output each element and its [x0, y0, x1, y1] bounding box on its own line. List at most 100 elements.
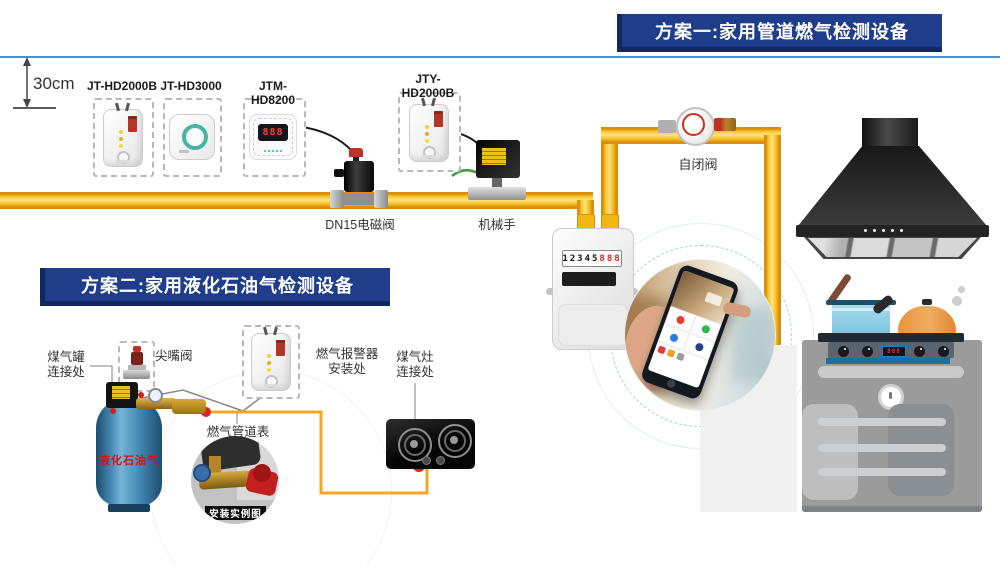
pipe-meter-riser — [601, 135, 618, 230]
product-box-jthd3000 — [163, 98, 222, 177]
cylinder-foot-ring — [108, 504, 150, 512]
alarm-icon — [675, 314, 686, 325]
pipe-union — [374, 190, 388, 208]
dn15-valve-label: DN15电磁阀 — [325, 218, 395, 232]
detector-status-dashes — [264, 150, 282, 152]
meter-display-slot — [562, 272, 616, 286]
oven-body — [802, 340, 982, 512]
alarm-install-label: 燃气报警器 安装处 — [312, 347, 382, 377]
pipe-union — [330, 190, 344, 208]
detector-stitch-border — [253, 118, 293, 156]
led-indicator — [119, 130, 123, 134]
menu-icon — [675, 352, 685, 362]
stove-connection-line2: 连接处 — [396, 365, 434, 379]
cooktop-knob — [838, 346, 849, 357]
mechanical-hand-label: 机械手 — [478, 218, 516, 232]
photo-background-blob — [731, 308, 773, 382]
example-caption: 安装实例图 — [205, 506, 266, 520]
valve-red-cap — [349, 148, 363, 157]
detector-vent — [116, 160, 129, 163]
product-label-jthd2000b: JT-HD2000B — [86, 79, 158, 93]
meter-digits-black: 12345 — [562, 253, 600, 264]
nozzle-valve-collar — [128, 365, 146, 370]
product-box-jtmhd8200: 888 — [243, 98, 306, 177]
product-label-jtmhd8200: JTM-HD8200 — [250, 79, 296, 107]
oven-vent-bar — [818, 468, 946, 476]
pot-rim — [826, 300, 896, 305]
oven-vent-bar — [818, 418, 946, 426]
product-box-jtyhd2000b — [398, 92, 461, 172]
oven-vent-bar — [818, 444, 946, 452]
plan2-gas-alarm — [251, 326, 291, 391]
steam-puff — [958, 286, 965, 293]
cylinder-text: 液化石油气 — [99, 455, 159, 467]
product-label-jtyhd2000b: JTY-HD2000B — [401, 72, 455, 100]
led-indicator — [267, 354, 271, 358]
gas-detector-jtyhd2000b — [409, 97, 449, 162]
alarm-install-line2: 安装处 — [328, 362, 366, 376]
tank-connection-line2: 连接处 — [47, 365, 85, 379]
led-indicator — [267, 368, 271, 372]
plan2-alarm-box — [242, 325, 300, 399]
detector-ring — [182, 124, 208, 150]
cooktop-knob — [862, 346, 873, 357]
shield-icon — [693, 341, 705, 352]
tank-connection-label: 煤气罐 连接处 — [40, 350, 92, 380]
detector-vent — [264, 384, 277, 387]
meter-lower-chamber — [558, 304, 628, 346]
valve-body — [344, 161, 374, 192]
alarm-install-line1: 燃气报警器 — [315, 347, 379, 361]
hood-button — [873, 229, 876, 232]
stove-connection-line1: 煤气灶 — [396, 350, 434, 364]
detector-red-label — [276, 340, 285, 356]
menu-icon — [666, 348, 676, 358]
filter-panels — [808, 238, 977, 257]
plan2-gas-stove — [386, 419, 475, 469]
detector-mark — [179, 150, 189, 153]
plan2-banner-text: 方案二:家用液化石油气检测设备 — [81, 275, 354, 296]
cooktop-knob — [938, 346, 949, 357]
actuator-valve-body — [468, 187, 526, 200]
detector-prong — [125, 102, 130, 112]
stove-connection-label: 煤气灶 连接处 — [391, 350, 439, 380]
pressure-regulator — [172, 399, 206, 414]
valve-connector — [658, 120, 676, 133]
ok-icon — [700, 323, 711, 334]
detector-red-label — [434, 111, 443, 127]
led-indicator — [119, 144, 123, 148]
nozzle-valve-fitting — [123, 370, 150, 379]
hood-button — [864, 229, 867, 232]
valve-neck — [353, 157, 359, 162]
detector-prong — [115, 102, 120, 112]
stove-burner-right — [438, 424, 472, 458]
tank-connection-line1: 煤气罐 — [47, 350, 85, 364]
self-closing-valve — [658, 106, 738, 148]
ceiling-line — [0, 56, 1000, 58]
valve-cable-nub — [334, 169, 344, 177]
pipe-right-drop — [764, 135, 781, 345]
measure-30cm-label: 30cm — [33, 74, 75, 93]
kettle-lid-knob — [922, 299, 932, 305]
led-indicator — [425, 132, 429, 136]
valve-mid — [344, 194, 374, 205]
nozzle-valve-body — [131, 352, 143, 365]
gas-detector-jthd3000 — [169, 114, 215, 160]
oven-blue-stripe — [826, 358, 950, 364]
phone-home-button — [666, 378, 677, 389]
stove-knob — [436, 456, 445, 465]
detector-prong — [263, 326, 268, 336]
hood-button — [882, 229, 885, 232]
hood-button — [900, 229, 903, 232]
product-label-jthd3000: JT-HD3000 — [160, 79, 222, 93]
pot-water-line — [832, 308, 890, 311]
valve-red-ring — [682, 113, 705, 136]
cooktop-display: 888 — [882, 346, 906, 357]
oven-base — [802, 506, 982, 512]
actuator-stem — [492, 178, 502, 187]
actuator-warning-sticker — [482, 148, 506, 165]
plan1-banner: 方案一:家用管道燃气检测设备 — [617, 14, 942, 52]
detector-prong — [273, 326, 278, 336]
led-indicator — [267, 361, 271, 365]
self-closing-valve-label: 自闭阀 — [678, 157, 718, 172]
gas-detector-jthd2000b — [103, 102, 143, 167]
